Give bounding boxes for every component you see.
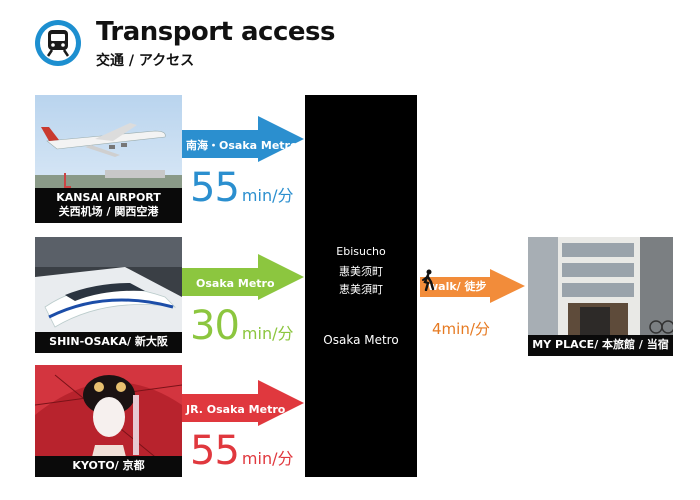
- route-1-arrow: 南海・Osaka Metro: [182, 116, 304, 162]
- route-1-line-label: 南海・Osaka Metro: [186, 139, 298, 152]
- walking-person-icon: [422, 269, 435, 291]
- building-photo: MY PLACE/ 本旅館 / 当宿: [528, 237, 673, 356]
- hub-station-panel: Ebisucho 惠美须町 恵美須町 Osaka Metro: [305, 95, 417, 477]
- route-1-caption-line2: 关西机场 / 関西空港: [58, 205, 159, 218]
- page-subtitle: 交通 / アクセス: [96, 53, 195, 69]
- hub-station-en: Ebisucho: [336, 245, 386, 258]
- hub-station-zh: 惠美须町: [339, 265, 383, 278]
- shinkansen-photo: SHIN-OSAKA/ 新大阪: [35, 237, 182, 353]
- route-3-line-label: JR. Osaka Metro: [186, 403, 286, 416]
- route-2-minutes: 30: [190, 303, 240, 349]
- route-2-line-label: Osaka Metro: [196, 277, 275, 290]
- hub-line-name: Osaka Metro: [323, 333, 399, 347]
- route-1-unit: min/分: [241, 186, 294, 205]
- route-2-caption: SHIN-OSAKA/ 新大阪: [49, 335, 168, 348]
- route-2-unit: min/分: [241, 324, 294, 343]
- route-3-minutes: 55: [190, 428, 240, 474]
- hub-station-ja: 恵美須町: [339, 283, 383, 296]
- route-3-caption: KYOTO/ 京都: [72, 459, 145, 472]
- train-icon: [35, 20, 81, 66]
- walk-label: walk/ 徒步: [428, 280, 487, 293]
- route-2-arrow: Osaka Metro: [182, 254, 304, 300]
- route-1-caption-line1: KANSAI AIRPORT: [56, 191, 161, 204]
- walk-time: 4min/分: [432, 320, 490, 338]
- route-1-minutes: 55: [190, 165, 240, 211]
- geisha-photo: KYOTO/ 京都: [35, 365, 182, 477]
- airplane-photo: KANSAI AIRPORT 关西机场 / 関西空港: [35, 95, 182, 223]
- destination-caption: MY PLACE/ 本旅館 / 当宿: [532, 338, 669, 351]
- route-3-arrow: JR. Osaka Metro: [182, 380, 304, 426]
- walk-arrow: walk/ 徒步: [420, 269, 525, 303]
- route-3-unit: min/分: [241, 449, 294, 468]
- page-title: Transport access: [96, 17, 335, 47]
